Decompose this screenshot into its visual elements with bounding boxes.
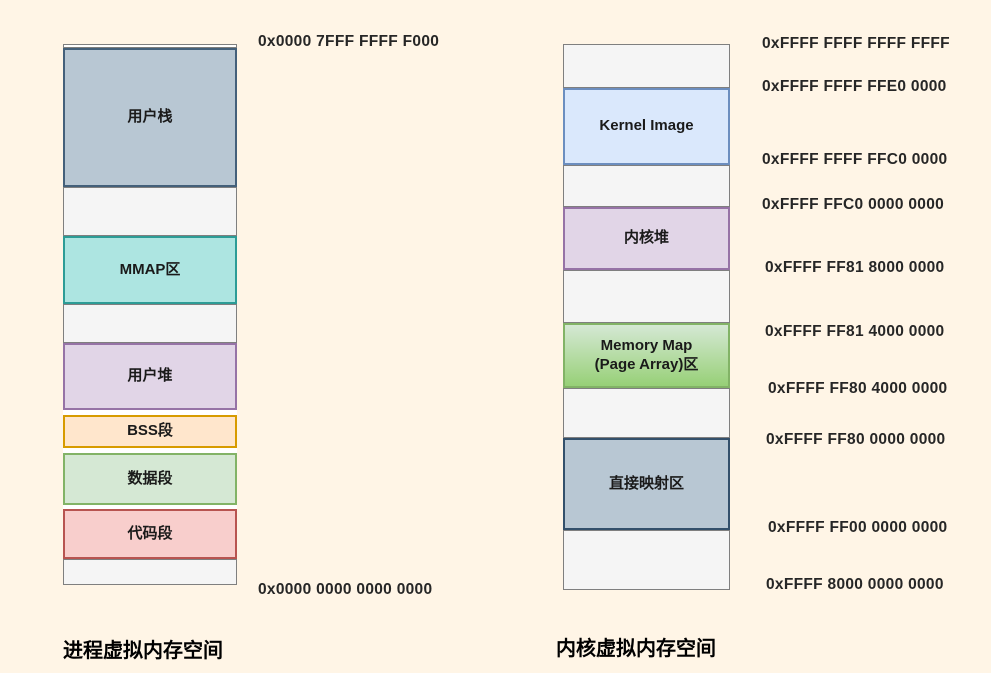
kernel-space-title: 内核虚拟内存空间 [556, 638, 716, 660]
segment-top-sliver [63, 44, 237, 48]
address-label: 0xFFFF FF00 0000 0000 [768, 519, 948, 536]
segment-gap [63, 505, 237, 509]
segment-mmap: MMAP区 [63, 236, 237, 304]
segment-empty [563, 270, 730, 323]
address-label: 0x0000 7FFF FFFF F000 [258, 33, 440, 50]
segment-kernel-image: Kernel Image [563, 88, 730, 165]
address-label: 0xFFFF FF80 4000 0000 [768, 380, 948, 397]
process-memory-column: 用户栈 MMAP区用户堆 BSS段数据段代码段 [63, 44, 237, 585]
segment-empty [563, 44, 730, 88]
segment-empty [563, 530, 730, 590]
segment-kernel-heap: 内核堆 [563, 207, 730, 270]
segment-gap [63, 410, 237, 415]
segment-gap [63, 448, 237, 453]
segment-empty [63, 187, 237, 236]
segment-user-stack: 用户栈 [63, 48, 237, 187]
segment-empty [63, 304, 237, 343]
segment-bss: BSS段 [63, 415, 237, 448]
address-label: 0xFFFF FF81 4000 0000 [765, 323, 945, 340]
segment-memory-map: Memory Map (Page Array)区 [563, 323, 730, 388]
segment-empty [563, 165, 730, 207]
segment-data: 数据段 [63, 453, 237, 505]
address-label: 0xFFFF FFFF FFFF FFFF [762, 35, 950, 52]
address-label: 0x0000 0000 0000 0000 [258, 581, 433, 598]
segment-code: 代码段 [63, 509, 237, 559]
segment-empty [63, 559, 237, 585]
kernel-memory-column: Kernel Image 内核堆 Memory Map (Page Array)区直… [563, 44, 730, 590]
segment-empty [563, 388, 730, 438]
segment-direct-map: 直接映射区 [563, 438, 730, 530]
process-space-title: 进程虚拟内存空间 [63, 640, 223, 662]
address-label: 0xFFFF FFFF FFC0 0000 [762, 151, 948, 168]
address-label: 0xFFFF FFFF FFE0 0000 [762, 78, 947, 95]
address-label: 0xFFFF FFC0 0000 0000 [762, 196, 945, 213]
segment-user-heap: 用户堆 [63, 343, 237, 410]
address-label: 0xFFFF FF80 0000 0000 [766, 431, 946, 448]
address-label: 0xFFFF 8000 0000 0000 [766, 576, 944, 593]
address-label: 0xFFFF FF81 8000 0000 [765, 259, 945, 276]
